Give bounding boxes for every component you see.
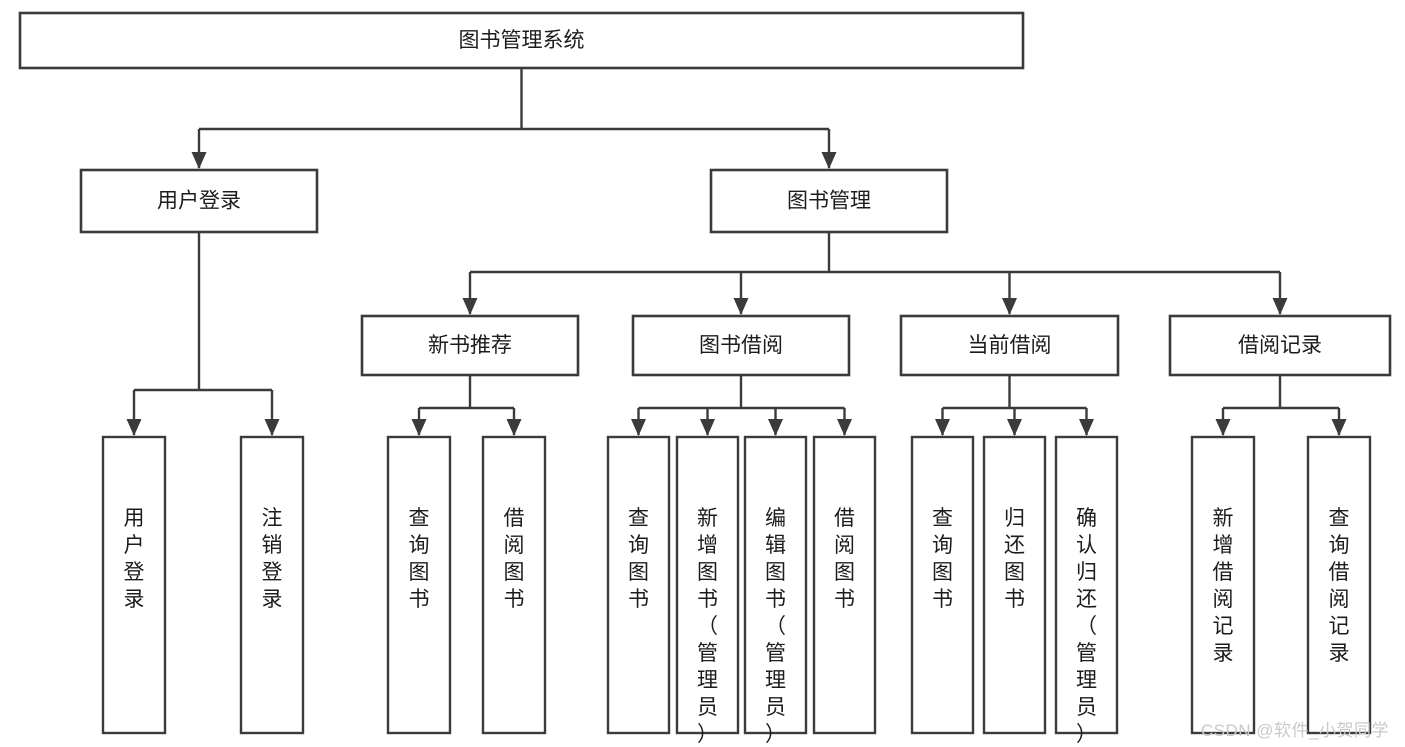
node-layer: 图书管理系统用户登录图书管理新书推荐图书借阅当前借阅借阅记录用户登录注销登录查询… [18, 11, 1392, 746]
node-box [481, 435, 547, 735]
arrow-head-icon [126, 419, 142, 436]
branch-node[interactable]: 新书推荐 [360, 314, 580, 377]
node-box [1168, 314, 1392, 377]
arrow-head-icon [700, 419, 715, 436]
node-box [812, 435, 877, 735]
connector-layer [126, 68, 1347, 436]
node-label: 借阅图书 [834, 507, 855, 611]
root-node[interactable]: 图书管理系统 [18, 11, 1025, 70]
watermark-text: CSDN @软件_小贺同学 [1200, 721, 1389, 740]
branch-node[interactable]: 用户登录 [79, 168, 319, 234]
arrow-head-icon [411, 419, 427, 436]
branch-node[interactable]: 图书借阅 [631, 314, 851, 377]
node-label: 新增图书（管理员） [697, 507, 718, 746]
node-box [743, 435, 808, 735]
node-label: 借阅图书 [504, 507, 525, 611]
node-box [386, 435, 452, 735]
node-box [709, 168, 949, 234]
leaf-node[interactable]: 查询图书 [386, 435, 452, 735]
node-box [899, 314, 1120, 377]
leaf-node[interactable]: 确认归还（管理员） [1054, 435, 1119, 746]
node-label: 借阅记录 [1238, 334, 1322, 357]
node-box [18, 11, 1025, 70]
node-box [1190, 435, 1256, 735]
arrow-head-icon [462, 298, 478, 315]
arrow-head-icon [1002, 298, 1017, 315]
leaf-node[interactable]: 查询图书 [910, 435, 975, 735]
arrow-head-icon [1007, 419, 1022, 436]
arrow-head-icon [837, 419, 852, 436]
node-label: 查询图书 [932, 507, 953, 611]
node-box [239, 435, 305, 735]
arrow-head-icon [631, 419, 646, 436]
leaf-node[interactable]: 用户登录 [101, 435, 167, 735]
node-label: 查询借阅记录 [1329, 507, 1350, 665]
arrow-head-icon [191, 152, 207, 169]
node-box [675, 435, 740, 735]
leaf-node[interactable]: 编辑图书（管理员） [743, 435, 808, 746]
node-box [631, 314, 851, 377]
node-label: 查询图书 [409, 507, 430, 611]
node-label: 图书管理系统 [459, 29, 585, 52]
branch-node[interactable]: 借阅记录 [1168, 314, 1392, 377]
node-label: 用户登录 [124, 507, 145, 611]
arrow-head-icon [935, 419, 950, 436]
node-label: 用户登录 [157, 190, 241, 213]
node-label: 归还图书 [1004, 507, 1025, 611]
node-box [101, 435, 167, 735]
branch-node[interactable]: 图书管理 [709, 168, 949, 234]
node-label: 新增借阅记录 [1213, 507, 1234, 665]
node-label: 当前借阅 [968, 334, 1052, 357]
arrow-head-icon [1331, 419, 1347, 436]
node-box [982, 435, 1047, 735]
node-label: 注销登录 [262, 507, 283, 611]
leaf-node[interactable]: 注销登录 [239, 435, 305, 735]
arrow-head-icon [1079, 419, 1094, 436]
arrow-head-icon [821, 152, 837, 169]
arrow-head-icon [1215, 419, 1231, 436]
arrow-head-icon [1272, 298, 1288, 315]
leaf-node[interactable]: 新增图书（管理员） [675, 435, 740, 746]
leaf-node[interactable]: 查询借阅记录 [1306, 435, 1372, 735]
node-box [606, 435, 671, 735]
arrow-head-icon [733, 298, 749, 315]
node-label: 编辑图书（管理员） [765, 507, 786, 746]
node-label: 确认归还（管理员） [1076, 507, 1097, 746]
node-box [79, 168, 319, 234]
leaf-node[interactable]: 新增借阅记录 [1190, 435, 1256, 735]
node-box [1306, 435, 1372, 735]
arrow-head-icon [264, 419, 280, 436]
leaf-node[interactable]: 归还图书 [982, 435, 1047, 735]
arrow-head-icon [506, 419, 522, 436]
node-label: 图书借阅 [699, 334, 783, 357]
node-label: 新书推荐 [428, 334, 512, 357]
node-box [910, 435, 975, 735]
node-label: 查询图书 [628, 507, 649, 611]
leaf-node[interactable]: 借阅图书 [481, 435, 547, 735]
branch-node[interactable]: 当前借阅 [899, 314, 1120, 377]
node-box [360, 314, 580, 377]
node-label: 图书管理 [787, 190, 871, 213]
arrow-head-icon [768, 419, 783, 436]
node-box [1054, 435, 1119, 735]
leaf-node[interactable]: 查询图书 [606, 435, 671, 735]
leaf-node[interactable]: 借阅图书 [812, 435, 877, 735]
